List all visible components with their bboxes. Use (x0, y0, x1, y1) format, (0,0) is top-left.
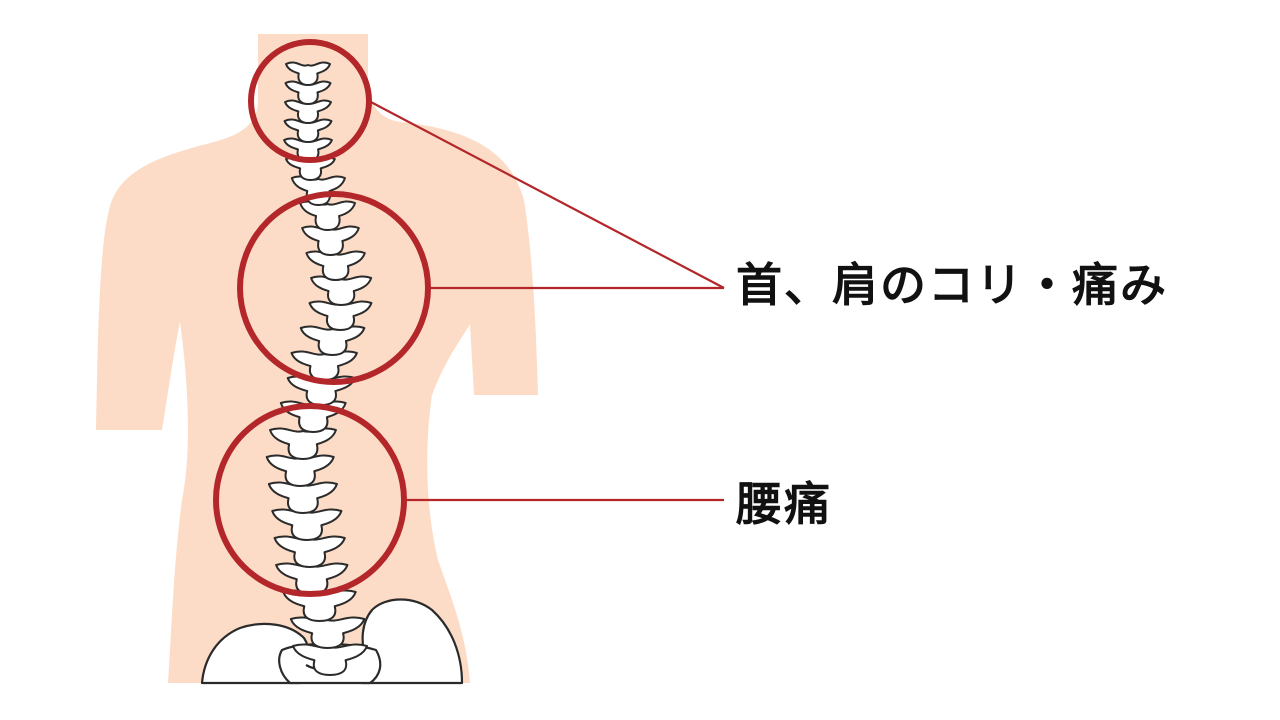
vertebra (269, 427, 337, 460)
neck-leader-line (368, 100, 725, 289)
lower-back-pain-label: 腰痛 (736, 477, 832, 531)
pelvis-icon (200, 598, 464, 685)
vertebra (299, 200, 357, 231)
vertebra (285, 61, 331, 86)
neck-shoulder-pain-label: 首、肩のコリ・痛み (736, 258, 1168, 312)
vertebra (290, 175, 346, 206)
spine-icon (265, 61, 373, 676)
